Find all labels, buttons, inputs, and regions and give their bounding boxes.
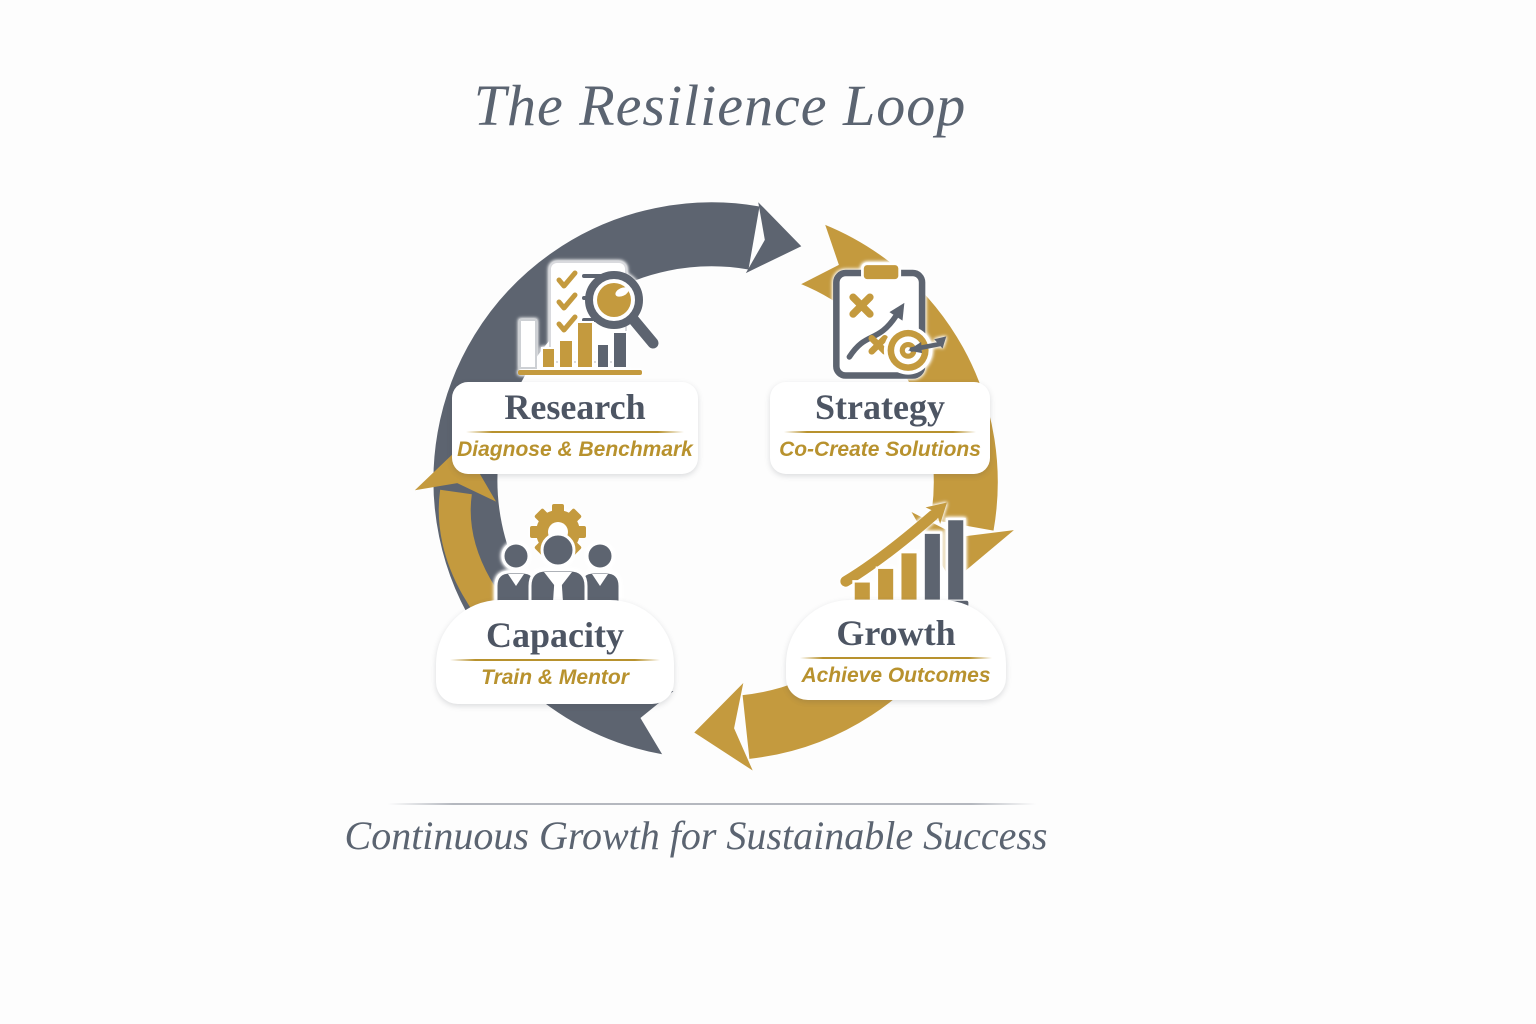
chart-baseline xyxy=(518,370,642,375)
stage-card-growth: Growth Achieve Outcomes xyxy=(786,600,1006,700)
plan-arrowhead xyxy=(889,302,905,321)
growth-arrowhead xyxy=(925,502,947,524)
clipboard-clip xyxy=(861,262,902,282)
stage-label-research: Research xyxy=(504,387,646,427)
stage-subtitle-growth: Achieve Outcomes xyxy=(801,664,991,688)
x-mark-small xyxy=(868,335,889,355)
checkmarks xyxy=(556,270,578,333)
research-checklist-magnifier-icon xyxy=(518,261,659,375)
stage-divider-capacity xyxy=(450,659,660,662)
stage-subtitle-strategy: Co-Create Solutions xyxy=(779,438,981,462)
stage-label-capacity: Capacity xyxy=(486,615,624,655)
stage-divider-strategy xyxy=(784,431,976,434)
target-dart-icon xyxy=(883,326,947,375)
stage-card-capacity: Capacity Train & Mentor xyxy=(436,600,674,704)
magnifier-glass xyxy=(585,271,659,349)
bar-chart xyxy=(519,319,628,369)
strategy-clipboard-target-icon xyxy=(833,262,947,379)
stage-card-research: Research Diagnose & Benchmark xyxy=(452,382,698,474)
page-title: The Resilience Loop xyxy=(473,73,967,138)
stage-divider-research xyxy=(466,431,684,434)
footer-divider-line xyxy=(388,803,1036,805)
tagline-text: Continuous Growth for Sustainable Succes… xyxy=(344,813,1048,858)
stage-label-strategy: Strategy xyxy=(815,387,945,427)
stage-divider-growth xyxy=(800,657,992,660)
x-mark-large xyxy=(849,293,874,318)
stage-card-strategy: Strategy Co-Create Solutions xyxy=(770,382,990,474)
stage-label-growth: Growth xyxy=(836,613,956,653)
stage-subtitle-research: Diagnose & Benchmark xyxy=(457,438,693,462)
growth-arrow-curve xyxy=(840,509,939,587)
stage-subtitle-capacity: Train & Mentor xyxy=(481,666,629,690)
